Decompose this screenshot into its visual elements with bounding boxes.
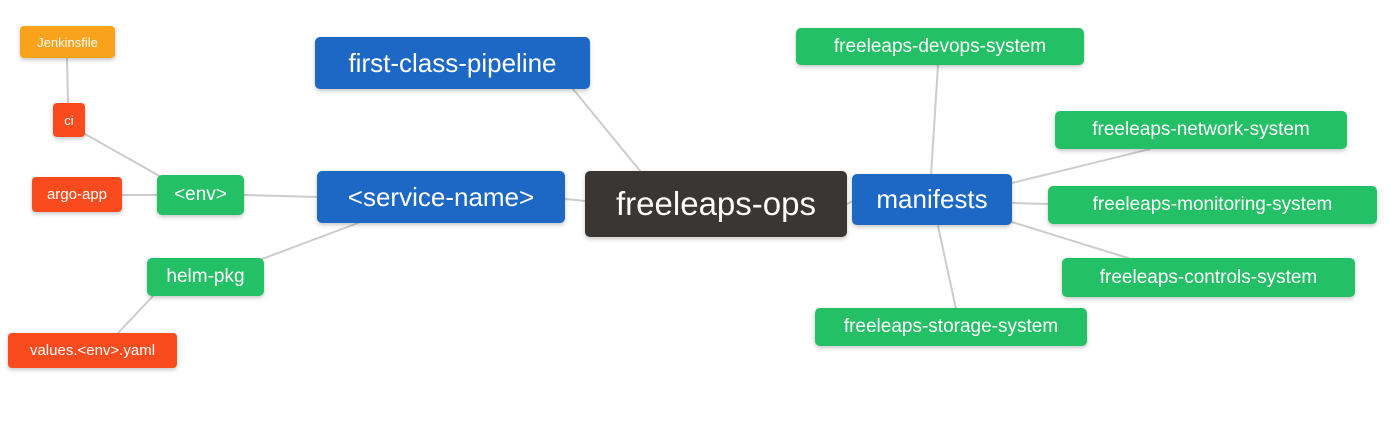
node-manifests[interactable]: manifests xyxy=(852,174,1012,225)
node-jenkinsfile[interactable]: Jenkinsfile xyxy=(20,26,115,58)
node-freeleaps-ops-root[interactable]: freeleaps-ops xyxy=(585,171,847,237)
edge-manifests-monitoring xyxy=(1012,202,1051,205)
edge-manifests-devops xyxy=(930,64,939,176)
node-argo-app[interactable]: argo-app xyxy=(32,177,122,212)
node-env[interactable]: <env> xyxy=(157,175,244,215)
node-service-name[interactable]: <service-name> xyxy=(317,171,565,223)
node-first-class-pipeline[interactable]: first-class-pipeline xyxy=(315,37,590,89)
node-helm-pkg[interactable]: helm-pkg xyxy=(147,258,264,296)
edge-helm-pkg-values-yaml xyxy=(117,295,154,334)
edge-manifests-storage xyxy=(937,225,957,310)
edge-manifests-controls xyxy=(1011,221,1129,259)
edge-service-name-helm-pkg xyxy=(261,222,359,260)
node-storage-system[interactable]: freeleaps-storage-system xyxy=(815,308,1087,346)
node-devops-system[interactable]: freeleaps-devops-system xyxy=(796,28,1084,65)
node-network-system[interactable]: freeleaps-network-system xyxy=(1055,111,1347,149)
edge-jenkinsfile-ci xyxy=(66,57,69,104)
node-ci[interactable]: ci xyxy=(53,103,85,137)
edge-env-service-name xyxy=(243,194,319,198)
edge-service-name-ops xyxy=(564,198,587,202)
node-controls-system[interactable]: freeleaps-controls-system xyxy=(1062,258,1355,297)
edge-ci-env xyxy=(84,133,164,179)
edge-pipeline-ops xyxy=(572,88,642,173)
node-monitoring-system[interactable]: freeleaps-monitoring-system xyxy=(1048,186,1377,224)
node-values-env-yaml[interactable]: values.<env>.yaml xyxy=(8,333,177,368)
edge-manifests-network xyxy=(1011,148,1151,184)
